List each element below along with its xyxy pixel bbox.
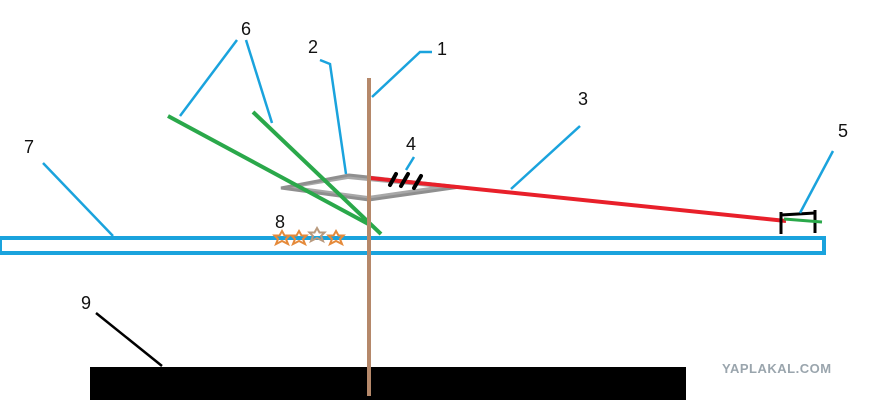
green-rod-2: [251, 110, 383, 236]
star-3: [307, 225, 327, 244]
label-6: 6: [241, 19, 251, 39]
leader-lines: [42, 39, 835, 237]
end-clamp: [779, 210, 823, 234]
tick-mark-3: [412, 174, 423, 190]
label-1: 1: [437, 39, 447, 59]
label-3: 3: [578, 89, 588, 109]
leader-1: [371, 50, 432, 98]
label-4: 4: [406, 134, 416, 154]
base-block: [90, 367, 686, 400]
clamp-top-bar: [780, 211, 816, 217]
label-7: 7: [24, 137, 34, 157]
stars-group: [272, 225, 346, 247]
leader-9: [95, 312, 163, 367]
watermark-text: YAPLAKAL.COM: [722, 361, 832, 376]
label-5: 5: [838, 121, 848, 141]
tick-mark-1: [388, 172, 398, 187]
leader-2: [319, 58, 348, 175]
star-2: [289, 228, 309, 247]
leader-3: [510, 125, 581, 190]
green-rod-1: [167, 114, 373, 228]
star-4: [326, 228, 346, 247]
label-2: 2: [308, 37, 318, 57]
leader-7: [42, 162, 114, 237]
star-1: [272, 228, 292, 247]
gray-plate-inner: [300, 179, 430, 196]
red-bar: [369, 176, 787, 223]
tick-mark-2: [399, 172, 410, 188]
leader-5: [798, 150, 835, 214]
tick-marks: [388, 172, 423, 190]
leader-6a: [179, 39, 238, 117]
shelf-rail: [0, 236, 826, 255]
label-8: 8: [275, 212, 285, 232]
leader-4: [404, 156, 416, 171]
clamp-green-strap: [783, 217, 823, 224]
leader-6b: [244, 39, 274, 124]
label-9: 9: [81, 293, 91, 313]
